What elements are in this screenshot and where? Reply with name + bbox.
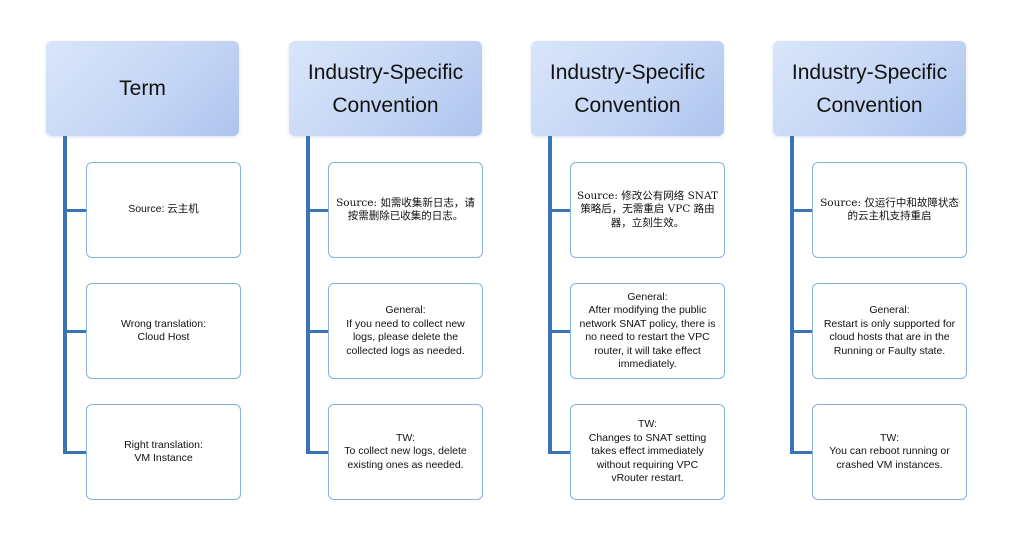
header-line: Convention: [816, 93, 923, 117]
connector-horizontal: [63, 209, 86, 212]
wrong-translation-box: Wrong translation: Cloud Host: [86, 283, 241, 379]
connector-horizontal: [548, 209, 570, 212]
header-line: Convention: [574, 93, 681, 117]
connector-horizontal: [63, 451, 86, 454]
connector-vertical: [548, 136, 552, 453]
connector-horizontal: [63, 330, 86, 333]
source-box: Source: 云主机: [86, 162, 241, 258]
right-translation-box: Right translation: VM Instance: [86, 404, 241, 500]
column-convention-2: Industry-Specific Convention Source: 修改公…: [531, 0, 731, 546]
connector-horizontal: [790, 330, 812, 333]
general-box: General: If you need to collect new logs…: [328, 283, 483, 379]
connector-vertical: [306, 136, 310, 453]
column-convention-3: Industry-Specific Convention Source: 仅运行…: [773, 0, 973, 546]
header-line: Industry-Specific: [791, 60, 948, 84]
general-box: General: After modifying the public netw…: [570, 283, 725, 379]
general-box: General: Restart is only supported for c…: [812, 283, 967, 379]
header-line: Industry-Specific: [549, 60, 706, 84]
connector-horizontal: [548, 330, 570, 333]
tw-box: TW: Changes to SNAT setting takes effect…: [570, 404, 725, 500]
connector-horizontal: [548, 451, 570, 454]
source-box: Source: 修改公有网络 SNAT 策略后，无需重启 VPC 路由 器，立刻…: [570, 162, 725, 258]
source-box: Source: 仅运行中和故障状态 的云主机支持重启: [812, 162, 967, 258]
column-header: Industry-Specific Convention: [289, 41, 482, 136]
connector-horizontal: [306, 330, 328, 333]
connector-horizontal: [306, 451, 328, 454]
header-line: Convention: [332, 93, 439, 117]
header-line: Industry-Specific: [307, 60, 464, 84]
column-term: Term Source: 云主机 Wrong translation: Clou…: [46, 0, 246, 546]
column-convention-1: Industry-Specific Convention Source: 如需收…: [289, 0, 489, 546]
connector-vertical: [63, 136, 67, 453]
tw-box: TW: To collect new logs, delete existing…: [328, 404, 483, 500]
column-header: Term: [46, 41, 239, 136]
connector-vertical: [790, 136, 794, 453]
column-header: Industry-Specific Convention: [773, 41, 966, 136]
column-header: Industry-Specific Convention: [531, 41, 724, 136]
connector-horizontal: [306, 209, 328, 212]
connector-horizontal: [790, 451, 812, 454]
header-line: Term: [119, 77, 166, 100]
source-box: Source: 如需收集新日志，请 按需删除已收集的日志。: [328, 162, 483, 258]
connector-horizontal: [790, 209, 812, 212]
tw-box: TW: You can reboot running or crashed VM…: [812, 404, 967, 500]
